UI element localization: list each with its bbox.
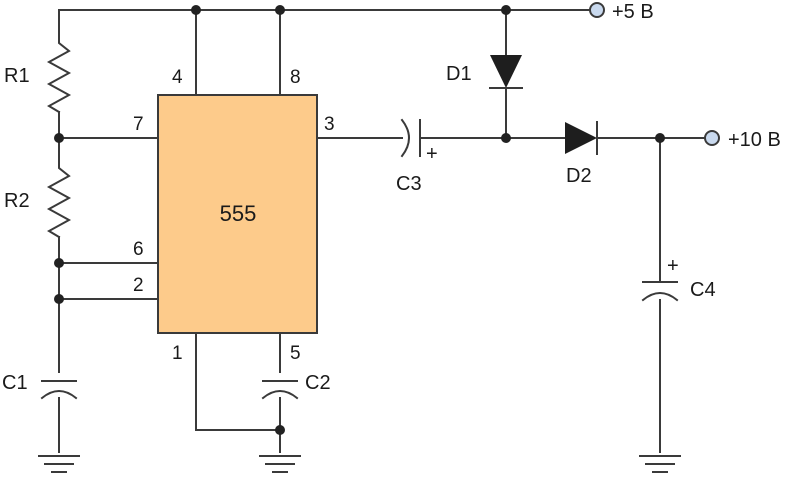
c1-label: C1	[2, 372, 28, 394]
r2-label: R2	[4, 190, 30, 212]
c4-plus-mark: +	[667, 255, 679, 277]
pin-7-label: 7	[133, 114, 144, 135]
c2-label: C2	[305, 372, 331, 394]
terminal-output: +10 В	[704, 129, 781, 151]
d2-label: D2	[566, 165, 592, 187]
c3-label: C3	[396, 173, 422, 195]
diode-d1: D1	[446, 55, 523, 89]
ground-c1	[38, 455, 80, 473]
junction-dots	[54, 5, 665, 435]
ground-c4	[639, 455, 681, 473]
capacitor-c2: C2	[261, 372, 331, 400]
pin-5-label: 5	[290, 343, 301, 364]
pin-2-label: 2	[133, 275, 144, 296]
ic-555-body	[157, 94, 318, 334]
terminal-supply: +5 В	[589, 1, 654, 23]
output-label: +10 В	[728, 129, 781, 151]
pin-1-label: 1	[172, 343, 183, 364]
ic-555-label: 555	[220, 201, 257, 226]
resistor-r2: R2	[4, 164, 72, 239]
resistor-r1: R1	[4, 39, 72, 114]
capacitor-c1: C1	[2, 372, 78, 400]
pin-4-label: 4	[172, 67, 183, 88]
pin-6-label: 6	[133, 239, 144, 260]
capacitor-c4: + C4	[641, 255, 716, 302]
supply-label: +5 В	[612, 1, 654, 23]
r1-label: R1	[4, 65, 30, 87]
capacitor-c3: + C3	[396, 118, 438, 195]
c4-label: C4	[690, 279, 716, 301]
c3-plus-mark: +	[426, 143, 438, 165]
pin-8-label: 8	[290, 67, 301, 88]
d1-label: D1	[446, 63, 472, 85]
ground-c2	[259, 455, 301, 473]
diode-d2: D2	[565, 121, 598, 187]
wires	[58, 9, 706, 453]
pin-3-label: 3	[324, 114, 335, 135]
ic-555: 555 4 8 7 3 6 2 1 5	[133, 67, 335, 364]
